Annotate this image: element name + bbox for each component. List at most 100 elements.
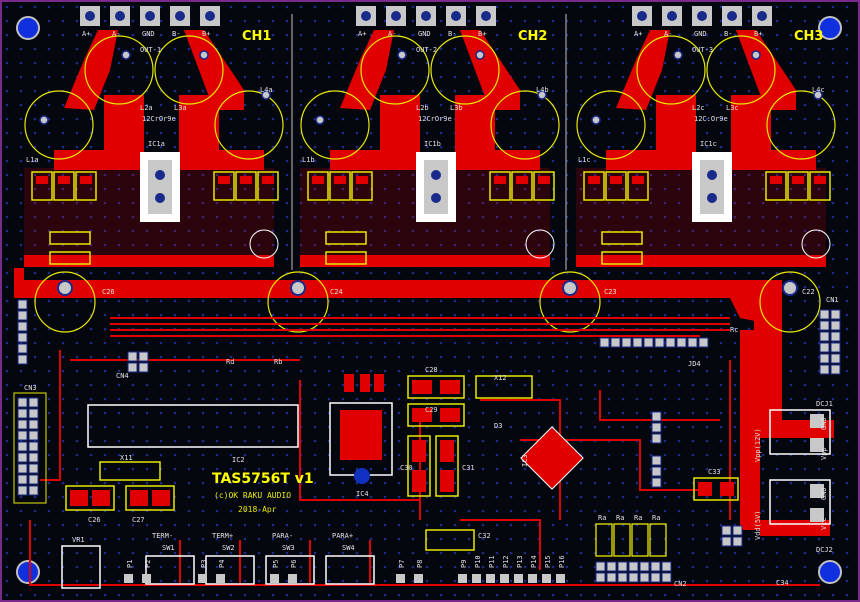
channel-name: CH1 — [242, 29, 271, 44]
switch-sw-label: SW1 — [162, 544, 175, 552]
channel-dividers — [291, 14, 567, 270]
connector-cn3 — [13, 392, 47, 504]
header-cn3 — [17, 397, 39, 496]
cn3-label: CN3 — [24, 384, 37, 392]
pin-label: P8 — [416, 560, 424, 568]
terminal-label: B+ — [754, 30, 762, 38]
cap-c34: C34 — [776, 579, 789, 587]
signal-traces — [29, 317, 820, 586]
inductor-note: 12C:Or9e — [694, 115, 728, 123]
cn4-label: CN4 — [116, 372, 129, 380]
ic4-regulator — [329, 374, 393, 484]
dip-switch[interactable]: TERM- SW1 — [145, 532, 195, 585]
mounting-holes — [16, 16, 842, 584]
switch-sw-label: SW3 — [282, 544, 295, 552]
cap-c29: C29 — [425, 406, 438, 414]
switch-top-label: TERM- — [152, 532, 173, 540]
ic-label: IC1a — [148, 140, 165, 148]
board-title: TAS5756T v1 — [212, 471, 314, 487]
resistor-rb: Rb — [274, 358, 282, 366]
terminal-label: B- — [172, 30, 180, 38]
crystal-x12: X12 — [494, 374, 507, 382]
inductor-note: 12CrOr9e — [142, 115, 176, 123]
inductor-l4-label: L4b — [536, 86, 549, 94]
mid-cap-boxes — [65, 375, 739, 551]
cap-c33: C33 — [708, 468, 721, 476]
pin-label: P6 — [290, 560, 298, 568]
pin-label: P3 — [200, 560, 208, 568]
output-label: OUT-3 — [692, 46, 713, 54]
cap-c27: C27 — [132, 516, 145, 524]
ic2-label: IC2 — [232, 456, 245, 464]
cn1-label: CN1 — [826, 296, 839, 304]
inductor-l4-label: L4a — [260, 86, 273, 94]
header-jd4 — [599, 337, 709, 348]
ic3-chip — [520, 426, 584, 490]
terminal-label: A+ — [82, 30, 90, 38]
vr1-label: VR1 — [72, 536, 85, 544]
gnd-label-1: GND — [820, 417, 828, 430]
header-cn2 — [595, 561, 672, 583]
pin-label: P11 — [488, 555, 496, 568]
ic2-outline — [87, 404, 299, 448]
cap-c31: C31 — [462, 464, 475, 472]
terminal-label: B- — [448, 30, 456, 38]
vr1-outline — [61, 545, 101, 589]
crystal-x11: X11 — [120, 454, 133, 462]
inductor-label: L2c — [692, 104, 705, 112]
cap-c24: C24 — [330, 288, 343, 296]
board-date: 2018-Apr — [238, 505, 277, 514]
dip-switch[interactable]: PARA- SW3 — [265, 532, 315, 585]
gnd-label-2: GND — [820, 487, 828, 500]
output-label: OUT-2 — [416, 46, 437, 54]
pin-label: P4 — [218, 560, 226, 568]
switch-top-label: PARA- — [272, 532, 293, 540]
channel-name: CH2 — [518, 29, 547, 44]
ic3-label: IC3 — [521, 454, 529, 467]
resistor-rd: Rd — [226, 358, 234, 366]
inductor-label: L3c — [726, 104, 739, 112]
diode-d3: D3 — [494, 422, 502, 430]
vpp-label: Vpp(12V) — [754, 428, 762, 462]
channel-name: CH3 — [794, 29, 823, 44]
vpp-short-label: Vpp — [820, 447, 828, 460]
dcj2-label: DCJ2 — [816, 546, 833, 554]
pin-label: P13 — [516, 555, 524, 568]
ra-label-1: Ra — [598, 514, 606, 522]
dip-switch[interactable]: TERM+ SW2 — [205, 532, 255, 585]
switch-top-label: TERM+ — [212, 532, 233, 540]
ic-label: IC1b — [424, 140, 441, 148]
cap-c22: C22 — [802, 288, 815, 296]
terminal-label: A+ — [634, 30, 642, 38]
inductor-note: 12CrOr9e — [418, 115, 452, 123]
ra-label-4: Ra — [652, 514, 660, 522]
terminal-label: A- — [664, 30, 672, 38]
inductor-label: L2a — [140, 104, 153, 112]
dip-switch[interactable]: PARA+SW4 — [325, 532, 375, 585]
switch-sw-label: SW2 — [222, 544, 235, 552]
ra-resistor-array — [595, 523, 667, 557]
inductor-label: L2b — [416, 104, 429, 112]
cap-c28: C28 — [425, 366, 438, 374]
terminal-label: GND — [418, 30, 431, 38]
inductor-label: L3a — [174, 104, 187, 112]
terminal-label: A+ — [358, 30, 366, 38]
jd4-label: JD4 — [688, 360, 701, 368]
pin-label: P15 — [544, 555, 552, 568]
cap-c26-top: C26 — [102, 288, 115, 296]
header-cn1 — [819, 309, 841, 375]
terminal-label: GND — [694, 30, 707, 38]
ra-label-2: Ra — [616, 514, 624, 522]
switch-sw-label: SW4 — [342, 544, 355, 552]
terminal-label: A- — [388, 30, 396, 38]
pin-label: P7 — [398, 560, 406, 568]
inductor-l1-label: L1a — [26, 156, 39, 164]
ic-label: IC1c — [700, 140, 717, 148]
terminal-label: B- — [724, 30, 732, 38]
ic4-label: IC4 — [356, 490, 369, 498]
bulk-caps — [34, 271, 821, 333]
